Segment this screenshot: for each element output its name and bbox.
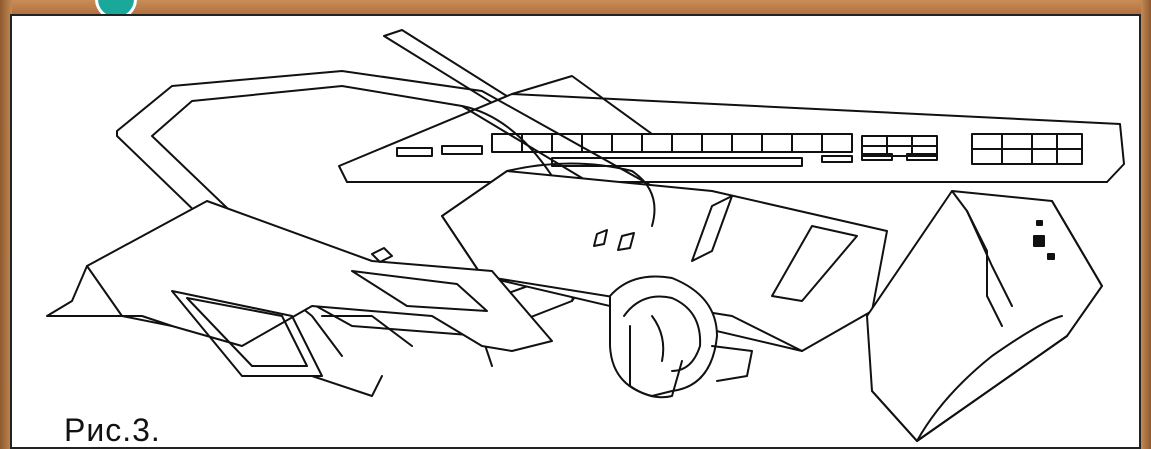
external-drive-icon	[866, 190, 1103, 442]
system-unit-icon	[441, 162, 888, 352]
slide-frame-left	[0, 0, 12, 449]
slide-frame-top	[0, 0, 1151, 18]
computer-components-drawing	[46, 29, 1125, 442]
slide-frame-right	[1141, 0, 1151, 449]
printer-icon	[46, 200, 553, 397]
mouse-icon	[609, 275, 753, 399]
figure-caption: Рис.3.	[64, 412, 161, 448]
keyboard-icon	[338, 29, 1125, 183]
figure-panel: Рис.3.	[10, 14, 1141, 449]
